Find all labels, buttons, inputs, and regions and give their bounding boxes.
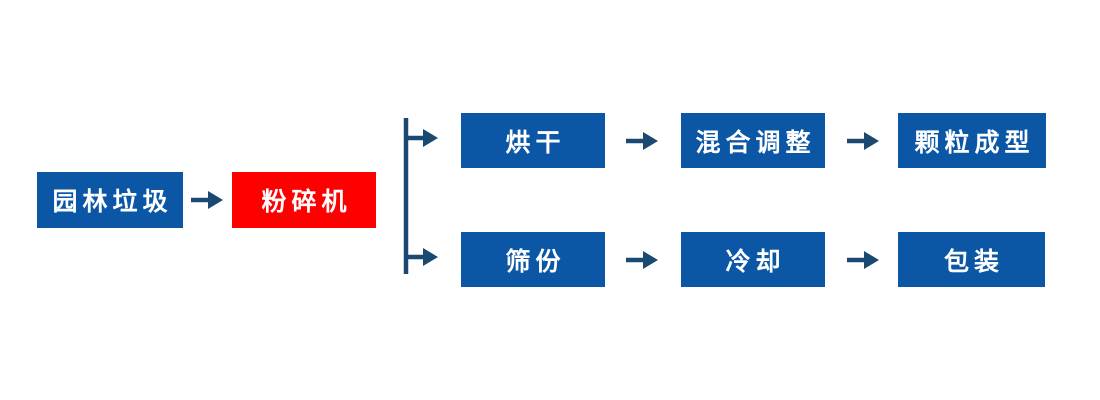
node-crusher-label: 粉碎机 [261, 188, 352, 216]
node-sieving: 筛份 [461, 232, 605, 287]
node-crusher: 粉碎机 [232, 172, 376, 228]
node-pellet-forming-label: 颗粒成型 [914, 128, 1035, 157]
node-garden-waste: 园林垃圾 [37, 172, 183, 228]
node-mixing-adjust: 混合调整 [681, 113, 825, 168]
node-packing: 包装 [898, 232, 1045, 287]
node-sieving-label: 筛份 [505, 247, 566, 276]
node-drying-label: 烘干 [505, 128, 566, 157]
right-arrow-icon [846, 247, 880, 273]
branch-connector-icon [398, 112, 444, 280]
node-cooling: 冷却 [681, 232, 825, 287]
right-arrow-icon [625, 247, 659, 273]
right-arrow-icon [846, 128, 880, 154]
node-cooling-label: 冷却 [725, 247, 786, 276]
right-arrow-icon [625, 128, 659, 154]
right-arrow-icon [190, 187, 224, 213]
node-packing-label: 包装 [943, 247, 1004, 276]
node-mixing-adjust-label: 混合调整 [695, 128, 816, 157]
node-drying: 烘干 [461, 113, 605, 168]
node-garden-waste-label: 园林垃圾 [52, 188, 173, 216]
node-pellet-forming: 颗粒成型 [898, 113, 1046, 168]
